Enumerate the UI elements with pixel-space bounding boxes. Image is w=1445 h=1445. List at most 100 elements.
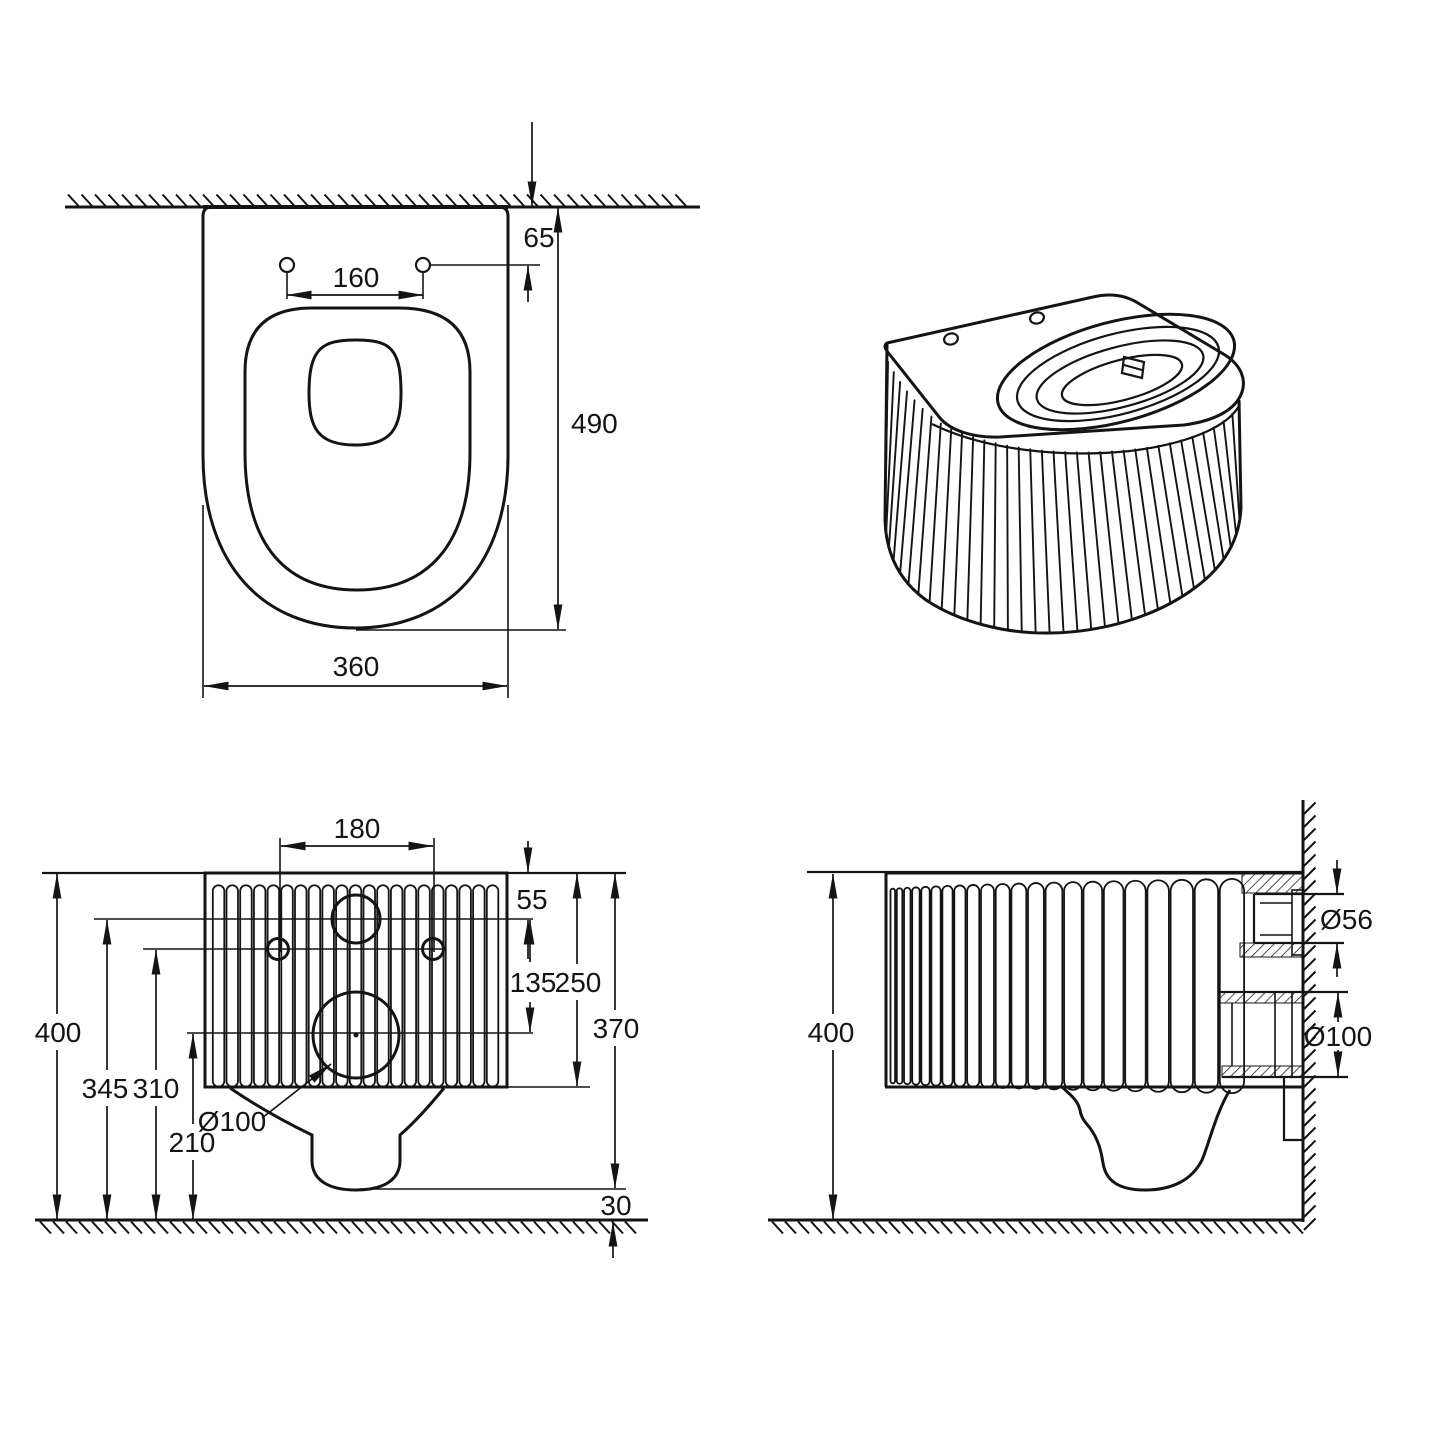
hatch-mark	[78, 1220, 91, 1235]
hatch-mark	[296, 193, 310, 208]
iso-view	[883, 293, 1245, 635]
hatch-mark	[771, 1220, 784, 1235]
hatch-mark	[647, 193, 661, 208]
hatch-mark	[107, 193, 121, 208]
hatch-mark	[1303, 879, 1317, 893]
flute-line	[1111, 450, 1133, 621]
flute	[225, 884, 239, 1088]
flute-line	[979, 439, 986, 626]
front-dim-250-label: 250	[555, 967, 602, 998]
hatch-mark	[175, 193, 188, 208]
flute-line	[1145, 446, 1172, 605]
hatch-mark	[325, 1220, 338, 1235]
flute-line	[1006, 444, 1009, 632]
front-floor-hatch	[39, 1220, 637, 1235]
flute-line	[993, 442, 997, 629]
flute	[444, 884, 459, 1088]
hatch-mark	[416, 1220, 429, 1235]
hatch-mark	[418, 193, 431, 208]
iso-top-plate	[883, 293, 1245, 439]
hatch-mark	[1303, 1139, 1317, 1153]
front-outlet-hole	[311, 990, 401, 1080]
hatch-mark	[310, 193, 323, 208]
plan-fixing-hole-right	[414, 256, 432, 274]
hatch-mark	[1161, 1220, 1174, 1235]
hatch-mark	[553, 193, 566, 208]
hatch-mark	[1303, 1217, 1317, 1231]
plan-dim-160-label: 160	[333, 262, 380, 293]
front-dim-135-label: 135	[510, 967, 557, 998]
flute-line	[940, 427, 953, 611]
hatch-mark	[1096, 1220, 1109, 1235]
hatch-mark	[1109, 1220, 1122, 1235]
flute	[1193, 878, 1219, 1094]
hatch-mark	[1303, 970, 1317, 984]
hatch-mark	[1303, 931, 1317, 945]
hatch-mark	[1303, 957, 1317, 971]
hatch-mark	[130, 1220, 143, 1235]
hatch-mark	[953, 1220, 966, 1235]
side-view: 400 Ø56 Ø100	[768, 800, 1373, 1235]
hatch-mark	[836, 1220, 849, 1235]
hatch-mark	[1031, 1220, 1044, 1235]
plan-seat-ring	[243, 306, 472, 592]
hatch-mark	[481, 1220, 494, 1235]
hatch-mark	[1303, 1178, 1317, 1192]
hatch-mark	[914, 1220, 927, 1235]
iso-rim-outer	[995, 312, 1237, 432]
hatch-mark	[80, 193, 94, 208]
flute	[889, 887, 896, 1085]
hatch-mark	[674, 193, 688, 208]
hatch-mark	[431, 193, 445, 208]
hatch-mark	[1303, 1074, 1317, 1088]
hatch-mark	[494, 1220, 507, 1235]
hatch-mark	[364, 1220, 377, 1235]
hatch-mark	[810, 1220, 823, 1235]
side-wall-hatch	[1303, 801, 1317, 1231]
front-trap-outline	[229, 1086, 446, 1192]
hatch-mark	[169, 1220, 182, 1235]
hatch-mark	[195, 1220, 208, 1235]
flute-line	[1075, 451, 1093, 631]
hatch-mark	[823, 1220, 836, 1235]
hatch-mark	[1303, 1009, 1317, 1023]
flute-line	[1064, 451, 1079, 633]
hatch-mark	[585, 1220, 598, 1235]
hatch-mark	[234, 1220, 247, 1235]
hatch-mark	[1303, 892, 1317, 906]
hatch-mark	[468, 1220, 481, 1235]
hatch-mark	[559, 1220, 572, 1235]
hatch-mark	[1148, 1220, 1161, 1235]
flute	[335, 884, 349, 1088]
hatch-mark	[161, 193, 175, 208]
front-outlet-center-dot	[353, 1032, 359, 1038]
side-drain-bracket	[1282, 1077, 1303, 1142]
hatch-mark	[472, 193, 485, 208]
flute	[920, 885, 931, 1087]
front-body-outline	[203, 871, 509, 1089]
hatch-mark	[784, 1220, 797, 1235]
flute	[362, 884, 376, 1088]
hatch-mark	[485, 193, 499, 208]
flute-line	[907, 407, 924, 586]
hatch-mark	[1135, 1220, 1148, 1235]
hatch-mark	[1265, 1220, 1278, 1235]
hatch-mark	[1303, 944, 1317, 958]
side-outlet-bottom-section	[1221, 1065, 1304, 1078]
flute	[472, 884, 486, 1088]
hatch-mark	[323, 193, 337, 208]
flute	[458, 884, 472, 1088]
flute-line	[1017, 446, 1023, 633]
hatch-mark	[1239, 1220, 1252, 1235]
hatch-mark	[269, 193, 283, 208]
hatch-mark	[1303, 1061, 1317, 1075]
hatch-mark	[377, 1220, 390, 1235]
side-trap-outline	[1060, 1085, 1232, 1192]
flute-line	[899, 399, 916, 574]
hatch-mark	[1174, 1220, 1187, 1235]
hatch-mark	[512, 193, 526, 208]
flute-line	[1168, 442, 1195, 590]
flute	[953, 884, 967, 1088]
hatch-mark	[1303, 1126, 1317, 1140]
